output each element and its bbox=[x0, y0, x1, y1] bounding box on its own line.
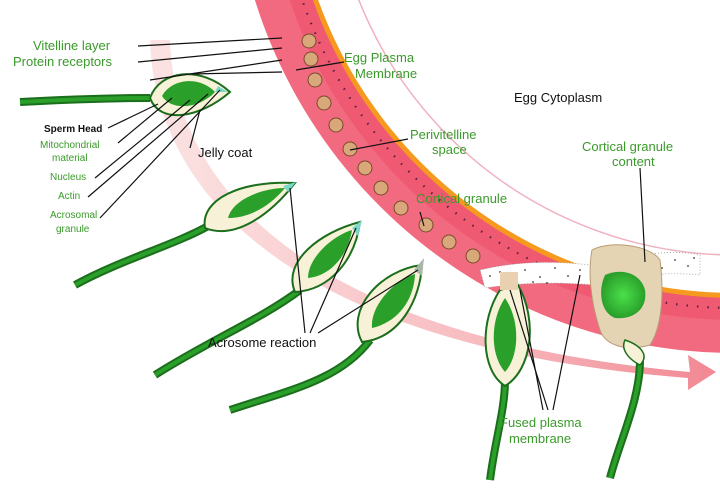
cortical-granule bbox=[328, 117, 344, 133]
label-egg-plasma-membrane-1: Egg Plasma bbox=[344, 50, 415, 65]
label-fused-plasma-1: Fused plasma bbox=[500, 415, 582, 430]
sperm-entering bbox=[589, 244, 663, 480]
label-sperm-head: Sperm Head bbox=[44, 124, 102, 135]
nucleus-glow bbox=[601, 271, 646, 319]
label-acrosome-reaction: Acrosome reaction bbox=[208, 335, 316, 350]
cortical-granule bbox=[465, 248, 481, 264]
acrosome bbox=[215, 86, 228, 92]
label-cortical-content-1: Cortical granule bbox=[582, 139, 673, 154]
label-fused-plasma-2: membrane bbox=[509, 431, 571, 446]
label-mitochondrial-2: material bbox=[52, 153, 88, 164]
leader-lines bbox=[87, 37, 646, 411]
cortical-granule bbox=[441, 234, 457, 250]
sperm-2 bbox=[73, 181, 297, 289]
sperm-labeled bbox=[19, 73, 232, 117]
label-cortical-granule: Cortical granule bbox=[416, 191, 507, 206]
sperm-3 bbox=[152, 220, 362, 379]
label-protein-receptors: Protein receptors bbox=[13, 54, 112, 69]
cortical-granule bbox=[301, 33, 317, 49]
label-perivitelline-1: Perivitelline bbox=[410, 127, 476, 142]
cortical-granules bbox=[301, 33, 481, 264]
label-jelly-coat: Jelly coat bbox=[198, 145, 253, 160]
label-mitochondrial-1: Mitochondrial bbox=[40, 140, 99, 151]
cortical-granule bbox=[316, 95, 332, 111]
label-vitelline-layer: Vitelline layer bbox=[33, 38, 111, 53]
label-cortical-content-2: content bbox=[612, 154, 655, 169]
cortical-granule bbox=[357, 160, 373, 176]
cortical-granule bbox=[418, 217, 434, 233]
cortical-granule bbox=[307, 72, 323, 88]
label-egg-cytoplasm: Egg Cytoplasm bbox=[514, 90, 602, 105]
label-perivitelline-2: space bbox=[432, 142, 467, 157]
label-egg-plasma-membrane-2: Membrane bbox=[355, 66, 417, 81]
label-acrosomal-1: Acrosomal bbox=[50, 210, 97, 221]
label-actin: Actin bbox=[58, 191, 80, 202]
cortical-granule bbox=[303, 51, 319, 67]
cortical-granule bbox=[393, 200, 409, 216]
perivitelline-space bbox=[318, 0, 720, 293]
cortical-granule bbox=[373, 180, 389, 196]
label-acrosomal-2: granule bbox=[56, 224, 90, 235]
label-nucleus: Nucleus bbox=[50, 172, 86, 183]
sperm-fused bbox=[484, 272, 531, 481]
